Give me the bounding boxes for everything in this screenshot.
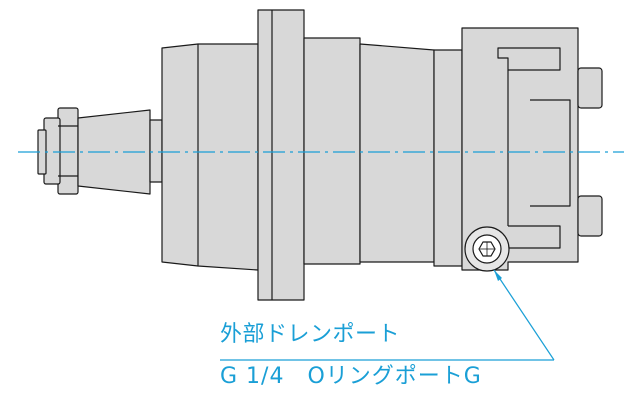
leader-arrow — [494, 270, 502, 281]
collet-nut — [37, 107, 79, 195]
secondary-body — [433, 49, 463, 267]
shaft-collar — [149, 119, 163, 183]
mounting-flange — [257, 9, 305, 301]
rear-lug-top — [577, 67, 603, 109]
leader-line — [493, 269, 555, 361]
rear-lug-bottom — [577, 195, 603, 237]
tapered-shaft — [77, 109, 151, 195]
annotation-title: 外部ドレンポート — [220, 322, 401, 347]
rear-cover — [461, 27, 579, 271]
flange-rear — [303, 37, 361, 265]
drain-port — [464, 226, 510, 272]
annotation-port-spec: G 1/4 OリングポートG — [220, 364, 482, 389]
main-body — [359, 43, 435, 263]
front-housing — [161, 43, 259, 271]
